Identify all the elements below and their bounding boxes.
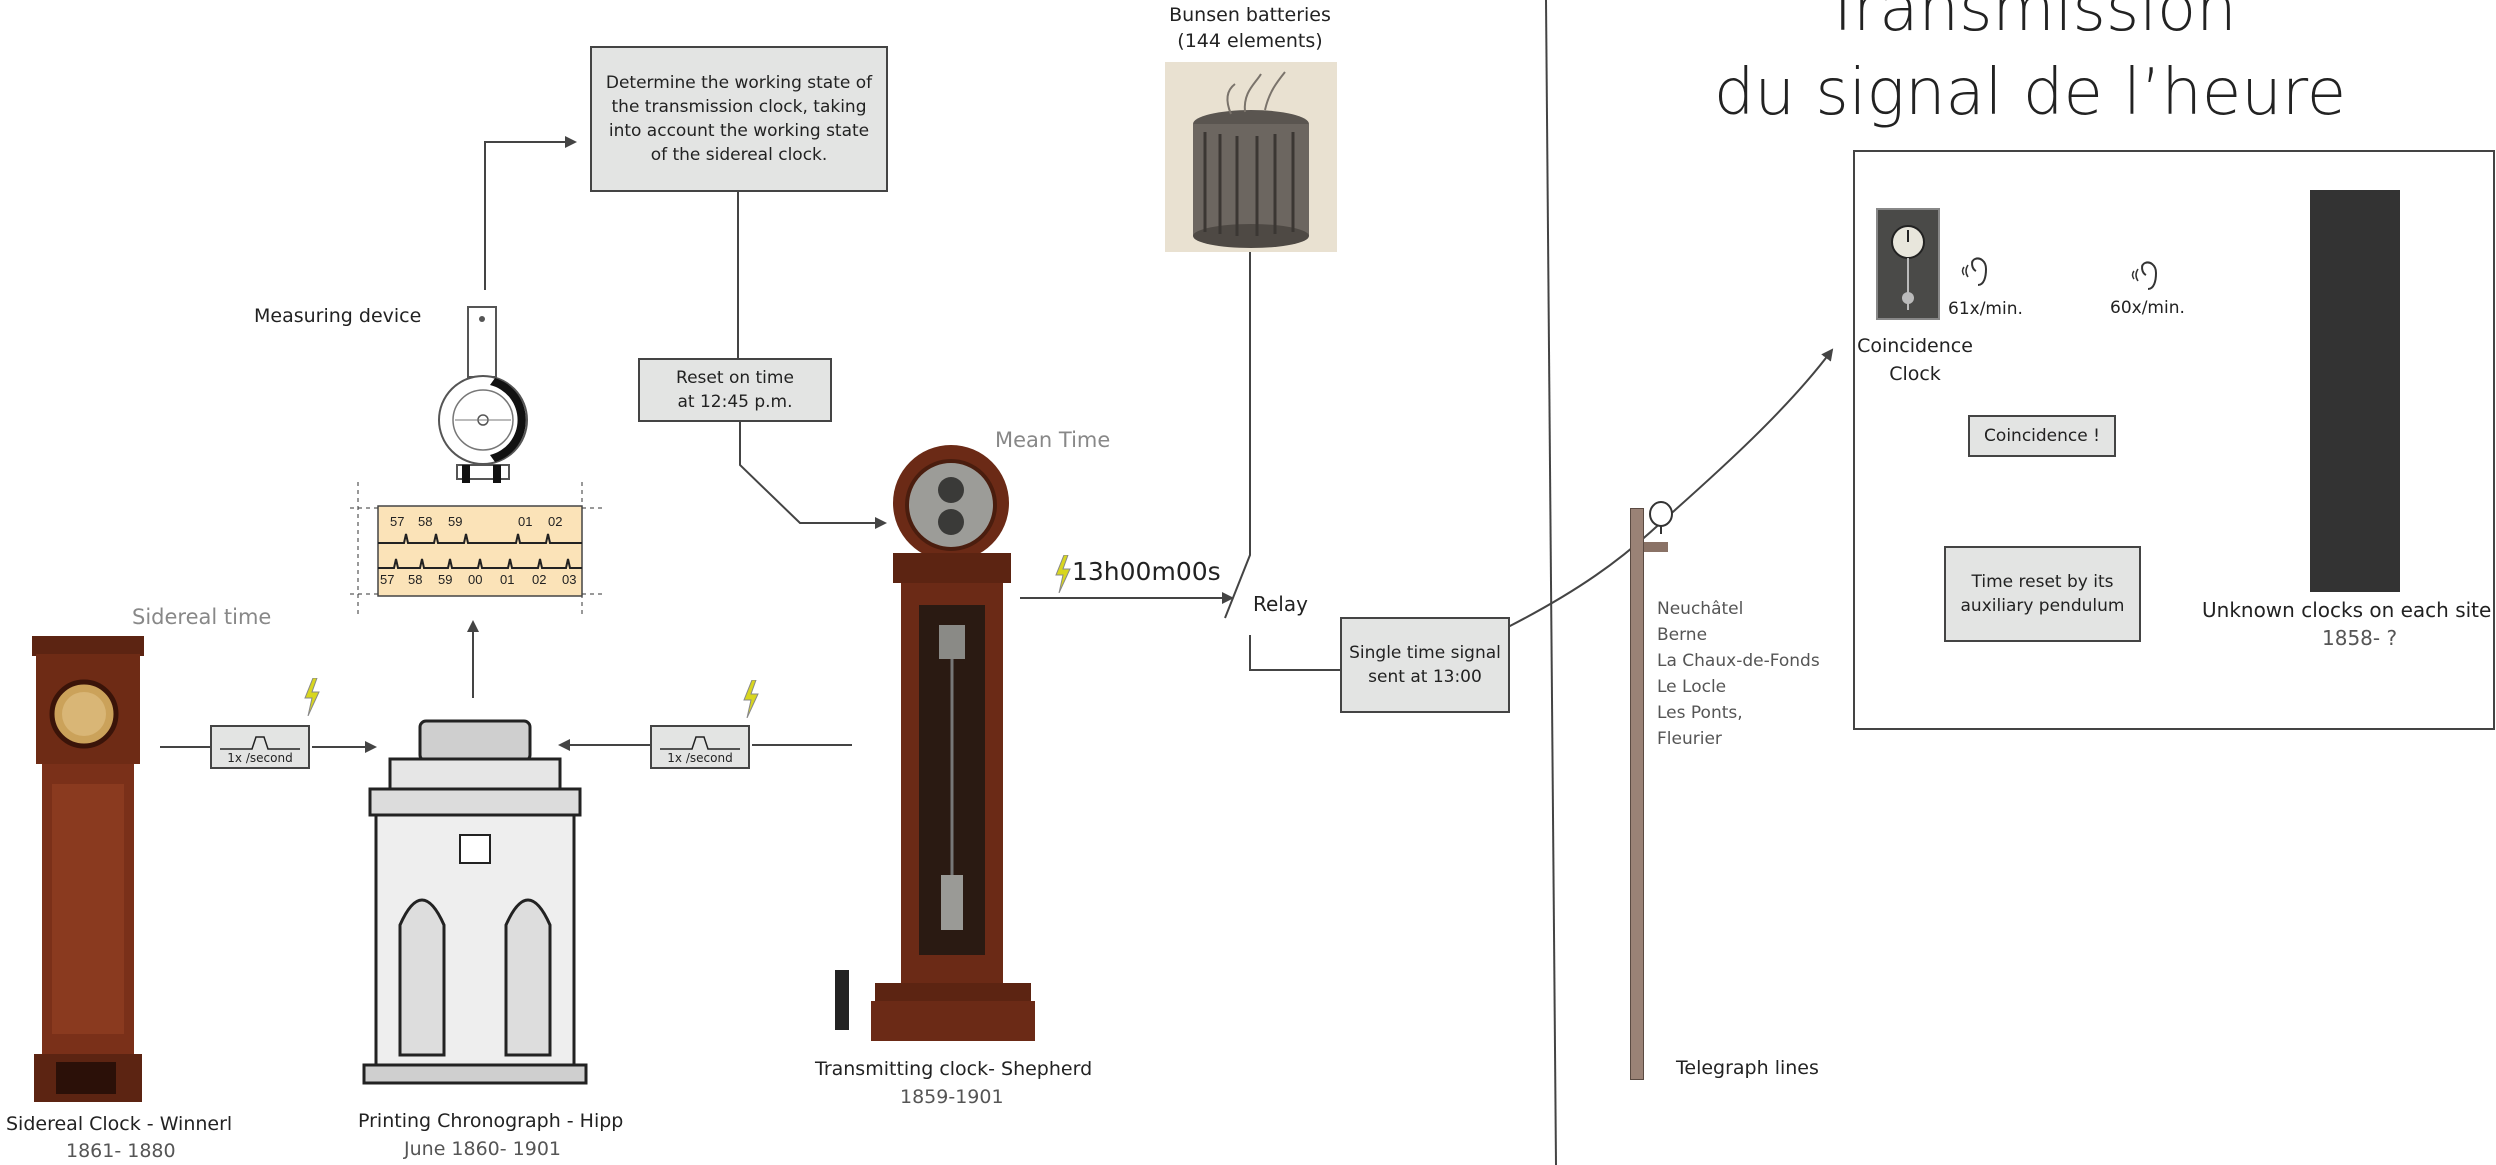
tape-bottom-03: 03 bbox=[562, 572, 577, 587]
tape-bottom-01: 01 bbox=[500, 572, 515, 587]
lightning-bolt-icon bbox=[1055, 555, 1071, 593]
city-berne: Berne bbox=[1657, 625, 1708, 645]
time-reset-line-2: auxiliary pendulum bbox=[1960, 596, 2125, 616]
tape-top-59: 59 bbox=[448, 514, 463, 529]
tape-top-01: 01 bbox=[518, 514, 533, 529]
sidereal-clock-years: 1861- 1880 bbox=[66, 1140, 176, 1162]
transmitting-clock-name: Transmitting clock- Shepherd bbox=[815, 1058, 1093, 1080]
separator-line bbox=[1545, 0, 1557, 1165]
insulator-icon bbox=[1649, 501, 1673, 534]
tape-bottom-02: 02 bbox=[532, 572, 547, 587]
determine-working-state-box: Determine the working state of the trans… bbox=[590, 46, 888, 192]
relay-label: Relay bbox=[1253, 592, 1308, 616]
lightning-bolt-icon bbox=[743, 680, 759, 718]
rate-61-label: 61x/min. bbox=[1948, 299, 2023, 319]
chronograph-illustration bbox=[360, 715, 590, 1085]
rate-60-label: 60x/min. bbox=[2110, 298, 2185, 318]
unknown-clocks-name: Unknown clocks on each site bbox=[2202, 598, 2492, 622]
telegraph-pole bbox=[1630, 508, 1644, 1080]
measuring-device-illustration bbox=[435, 305, 535, 485]
sound-ear-icon bbox=[2131, 261, 2158, 290]
reset-on-time-box: Reset on time at 12:45 p.m. bbox=[638, 358, 832, 422]
transmitting-clock-years: 1859-1901 bbox=[900, 1086, 1004, 1108]
reset-line-1: Reset on time bbox=[676, 368, 794, 388]
pulse-box-right: 1x /second bbox=[650, 725, 750, 769]
city-list: Neuchâtel Berne La Chaux-de-Fonds Le Loc… bbox=[1657, 596, 1820, 752]
city-les-ponts: Les Ponts, bbox=[1657, 703, 1743, 723]
batteries-label-2: (144 elements) bbox=[1177, 30, 1323, 52]
mean-time-label: Mean Time bbox=[995, 428, 1111, 452]
lightning-bolt-icon bbox=[304, 678, 320, 716]
single-signal-line-1: Single time signal bbox=[1349, 643, 1501, 663]
city-le-locle: Le Locle bbox=[1657, 677, 1727, 697]
tape-top-58: 58 bbox=[418, 514, 433, 529]
tape-bottom-58: 58 bbox=[408, 572, 423, 587]
single-signal-line-2: sent at 13:00 bbox=[1368, 667, 1482, 687]
tape-top-57: 57 bbox=[390, 514, 405, 529]
tape-bottom-57: 57 bbox=[380, 572, 395, 587]
transmitting-clock-illustration bbox=[835, 445, 1035, 1045]
tape-top-02: 02 bbox=[548, 514, 563, 529]
coincidence-clock-label-1: Coincidence bbox=[1857, 335, 1973, 357]
sidereal-time-label: Sidereal time bbox=[132, 605, 272, 629]
chronograph-years: June 1860- 1901 bbox=[404, 1138, 562, 1160]
sidereal-clock-illustration bbox=[28, 634, 148, 1104]
signal-time-label: 13h00m00s bbox=[1072, 557, 1221, 586]
pulse-box-left: 1x /second bbox=[210, 725, 310, 769]
tape-bottom-00: 00 bbox=[468, 572, 483, 587]
batteries-label-1: Bunsen batteries bbox=[1169, 4, 1331, 26]
measuring-device-label: Measuring device bbox=[254, 305, 422, 327]
telegraph-lines-label: Telegraph lines bbox=[1676, 1057, 1819, 1079]
title-line-1: Transmission bbox=[1823, 0, 2237, 46]
sidereal-clock-name: Sidereal Clock - Winnerl bbox=[6, 1113, 233, 1135]
unknown-clocks-years: 1858- ? bbox=[2322, 626, 2398, 650]
reset-line-2: at 12:45 p.m. bbox=[677, 392, 793, 412]
tape-bottom-59: 59 bbox=[438, 572, 453, 587]
coincidence-clock-label-2: Clock bbox=[1889, 363, 1941, 385]
city-la-chaux-de-fonds: La Chaux-de-Fonds bbox=[1657, 651, 1820, 671]
title-line-2: du signal de l’heure bbox=[1713, 56, 2347, 130]
pulse-label-left: 1x /second bbox=[227, 751, 293, 765]
coincidence-clock-illustration bbox=[1876, 208, 1940, 320]
unknown-clocks-bar bbox=[2310, 190, 2400, 592]
single-time-signal-box: Single time signal sent at 13:00 bbox=[1340, 617, 1510, 713]
chronograph-name: Printing Chronograph - Hipp bbox=[358, 1110, 624, 1132]
printed-tape: 57 58 59 01 02 57 58 59 00 01 02 03 bbox=[350, 482, 602, 618]
coincidence-box: Coincidence ! bbox=[1968, 415, 2116, 457]
pulse-label-right: 1x /second bbox=[667, 751, 733, 765]
bunsen-battery-illustration bbox=[1165, 62, 1337, 252]
city-fleurier: Fleurier bbox=[1657, 729, 1722, 749]
time-reset-line-1: Time reset by its bbox=[1971, 572, 2114, 592]
city-neuchatel: Neuchâtel bbox=[1657, 599, 1744, 619]
pole-crossarm bbox=[1644, 542, 1668, 552]
sound-ear-icon bbox=[1961, 257, 1988, 286]
time-reset-box: Time reset by its auxiliary pendulum bbox=[1944, 546, 2141, 642]
